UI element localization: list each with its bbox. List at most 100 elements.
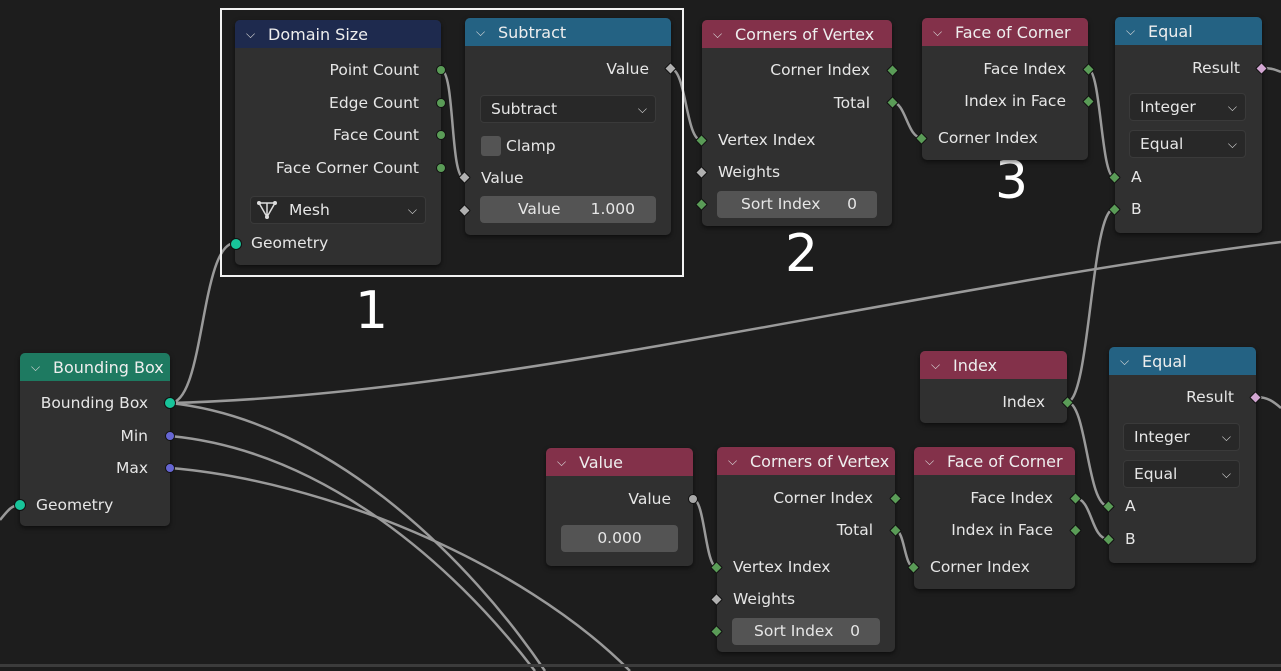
- output-index-in-face: Index in Face: [964, 92, 1066, 110]
- link-min-down: [169, 434, 536, 671]
- socket-value-out[interactable]: [688, 494, 698, 504]
- value-field[interactable]: Value 1.000: [480, 196, 656, 223]
- output-index: Index: [1002, 393, 1045, 411]
- face-of-corner-node-top[interactable]: ⌵ Face of Corner Face Index Index in Fac…: [915, 18, 1095, 160]
- chevron-down-icon[interactable]: ⌵: [728, 453, 738, 468]
- chevron-down-icon[interactable]: ⌵: [925, 453, 935, 468]
- data-type-dropdown[interactable]: Integer ⌵: [1129, 93, 1246, 121]
- value-field[interactable]: 0.000: [561, 525, 678, 552]
- output-face-index: Face Index: [983, 60, 1066, 78]
- output-min: Min: [120, 427, 148, 445]
- output-result: Result: [1186, 388, 1234, 406]
- socket-face-count[interactable]: [436, 130, 446, 140]
- equal-header[interactable]: ⌵ Equal: [1109, 347, 1256, 375]
- sort-index-label: Sort Index: [741, 195, 821, 213]
- value-number: 1.000: [590, 200, 635, 218]
- output-bounding-box: Bounding Box: [40, 394, 148, 412]
- input-b: B: [1125, 530, 1136, 548]
- socket-max-out[interactable]: [165, 463, 175, 473]
- index-header[interactable]: ⌵ Index: [920, 351, 1067, 379]
- dropdown-arrow-icon: ⌵: [1227, 100, 1237, 114]
- node-title: Value: [579, 452, 623, 472]
- input-a: A: [1125, 497, 1136, 515]
- sort-index-label: Sort Index: [754, 622, 834, 640]
- value-header[interactable]: ⌵ Value: [546, 448, 693, 476]
- bounding-box-node[interactable]: ⌵ Bounding Box Bounding Box Min Max Geom…: [14, 353, 176, 526]
- mode-dropdown[interactable]: Equal ⌵: [1129, 130, 1246, 158]
- mode-dropdown[interactable]: Equal ⌵: [1123, 460, 1240, 488]
- chevron-down-icon[interactable]: ⌵: [713, 26, 723, 41]
- link-bbox-to-domain-size: [169, 241, 236, 405]
- chevron-down-icon[interactable]: ⌵: [476, 24, 486, 39]
- index-node[interactable]: ⌵ Index Index: [920, 351, 1074, 423]
- annotation-2: 2: [785, 224, 819, 284]
- mesh-icon: [257, 201, 277, 219]
- node-title: Face of Corner: [955, 22, 1071, 42]
- value-number: 0.000: [597, 529, 642, 547]
- output-total: Total: [836, 521, 873, 539]
- chevron-down-icon[interactable]: ⌵: [1126, 23, 1136, 38]
- corners-of-vertex-node-bottom[interactable]: ⌵ Corners of Vertex Corner Index Total V…: [710, 447, 902, 652]
- domain-value: Mesh: [289, 201, 330, 219]
- socket-point-count[interactable]: [436, 65, 446, 75]
- node-title: Equal: [1142, 351, 1187, 371]
- node-title: Subtract: [498, 22, 567, 42]
- horizontal-scrollbar[interactable]: [0, 664, 1281, 667]
- subtract-node[interactable]: ⌵ Subtract Value Subtract ⌵ Clamp Value …: [458, 18, 677, 235]
- corners-of-vertex-header[interactable]: ⌵ Corners of Vertex: [717, 447, 895, 475]
- chevron-down-icon[interactable]: ⌵: [246, 26, 256, 41]
- output-face-index: Face Index: [970, 489, 1053, 507]
- operation-value: Subtract: [491, 100, 558, 118]
- output-result: Result: [1192, 59, 1240, 77]
- dropdown-arrow-icon: ⌵: [1227, 137, 1237, 151]
- input-value: Value: [481, 169, 524, 187]
- clamp-checkbox[interactable]: [481, 136, 501, 156]
- equal-node-bottom[interactable]: ⌵ Equal Result Integer ⌵ Equal ⌵ A B: [1102, 347, 1262, 563]
- clamp-label: Clamp: [506, 137, 556, 155]
- sort-index-value: 0: [850, 622, 860, 640]
- output-corner-index: Corner Index: [773, 489, 873, 507]
- link-total-corner: [891, 100, 923, 140]
- mode-value: Equal: [1140, 135, 1184, 153]
- corners-of-vertex-node-top[interactable]: ⌵ Corners of Vertex Corner Index Total V…: [695, 20, 899, 226]
- dropdown-arrow-icon: ⌵: [1221, 467, 1231, 481]
- subtract-header[interactable]: ⌵ Subtract: [465, 18, 671, 46]
- data-type-dropdown[interactable]: Integer ⌵: [1123, 423, 1240, 451]
- chevron-down-icon[interactable]: ⌵: [31, 359, 41, 374]
- link-bbox-long: [169, 240, 1281, 405]
- socket-face-corner-count[interactable]: [436, 163, 446, 173]
- chevron-down-icon[interactable]: ⌵: [557, 454, 567, 469]
- sort-index-field[interactable]: Sort Index 0: [717, 191, 877, 218]
- bounding-box-header[interactable]: ⌵ Bounding Box: [20, 353, 170, 381]
- socket-geometry-in[interactable]: [230, 238, 242, 250]
- dropdown-arrow-icon: ⌵: [407, 203, 417, 217]
- domain-dropdown[interactable]: Mesh ⌵: [250, 196, 426, 224]
- domain-size-node[interactable]: ⌵ Domain Size Point Count Edge Count Fac…: [230, 20, 446, 265]
- output-max: Max: [115, 459, 148, 477]
- chevron-down-icon[interactable]: ⌵: [933, 24, 943, 39]
- face-of-corner-header[interactable]: ⌵ Face of Corner: [922, 18, 1088, 46]
- socket-geometry-in[interactable]: [14, 499, 26, 511]
- domain-size-header[interactable]: ⌵ Domain Size: [235, 20, 441, 48]
- socket-min-out[interactable]: [165, 431, 175, 441]
- node-title: Index: [953, 355, 998, 375]
- face-of-corner-header[interactable]: ⌵ Face of Corner: [914, 447, 1075, 475]
- value-node[interactable]: ⌵ Value Value 0.000: [546, 448, 698, 566]
- face-of-corner-node-bottom[interactable]: ⌵ Face of Corner Face Index Index in Fac…: [907, 447, 1082, 589]
- equal-node-top[interactable]: ⌵ Equal Result Integer ⌵ Equal ⌵ A B: [1108, 17, 1268, 233]
- sort-index-value: 0: [847, 195, 857, 213]
- socket-bounding-box-out[interactable]: [164, 397, 176, 409]
- socket-edge-count[interactable]: [436, 98, 446, 108]
- chevron-down-icon[interactable]: ⌵: [931, 357, 941, 372]
- node-title: Bounding Box: [53, 357, 164, 377]
- sort-index-field[interactable]: Sort Index 0: [732, 618, 880, 645]
- equal-header[interactable]: ⌵ Equal: [1115, 17, 1262, 45]
- node-title: Face of Corner: [947, 451, 1063, 471]
- corners-of-vertex-header[interactable]: ⌵ Corners of Vertex: [702, 20, 892, 48]
- link-index-a-bottom: [1066, 400, 1109, 508]
- output-value: Value: [628, 490, 671, 508]
- dropdown-arrow-icon: ⌵: [637, 102, 647, 116]
- link-max-down: [169, 466, 631, 671]
- chevron-down-icon[interactable]: ⌵: [1120, 353, 1130, 368]
- operation-dropdown[interactable]: Subtract ⌵: [480, 95, 656, 123]
